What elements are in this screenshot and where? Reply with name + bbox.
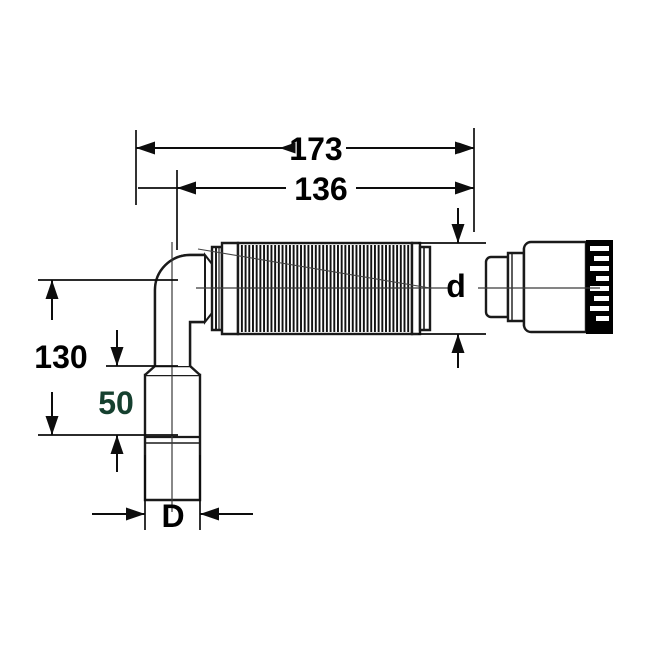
arrow-d-top xyxy=(451,224,465,243)
arrow-173-right xyxy=(455,141,474,155)
arrow-130-top xyxy=(45,280,59,299)
arrow-173-left xyxy=(136,141,155,155)
elbow xyxy=(153,253,205,366)
knurl-slot xyxy=(596,276,609,281)
knurl-slot xyxy=(590,266,609,271)
center-lines xyxy=(197,248,431,289)
dimension-label-D: D xyxy=(161,498,184,534)
arrow-D-left xyxy=(126,507,145,521)
arrow-50-bottom xyxy=(110,435,124,454)
knurl-slot xyxy=(590,306,609,311)
center-lines-2 xyxy=(171,242,600,512)
arrow-D-right xyxy=(200,507,219,521)
knurl-slot xyxy=(590,246,609,251)
dimension-label-136: 136 xyxy=(294,171,347,207)
knurl-slot xyxy=(594,296,609,301)
dimension-lines xyxy=(38,128,486,530)
arrow-136-right xyxy=(455,181,474,195)
arrow-136-left xyxy=(177,181,196,195)
arrow-130-bottom xyxy=(45,416,59,435)
arrow-50-top xyxy=(110,347,124,366)
dimension-label-d: d xyxy=(446,268,466,304)
extension-lines xyxy=(38,128,486,530)
dimension-label-50: 50 xyxy=(98,385,134,421)
knurl-slot xyxy=(594,256,609,261)
knurl-slot xyxy=(596,316,609,321)
dimension-label-130: 130 xyxy=(34,339,87,375)
arrow-d-bottom xyxy=(451,334,465,353)
knurled-end xyxy=(586,240,613,334)
dimension-label-173: 173 xyxy=(289,131,342,167)
